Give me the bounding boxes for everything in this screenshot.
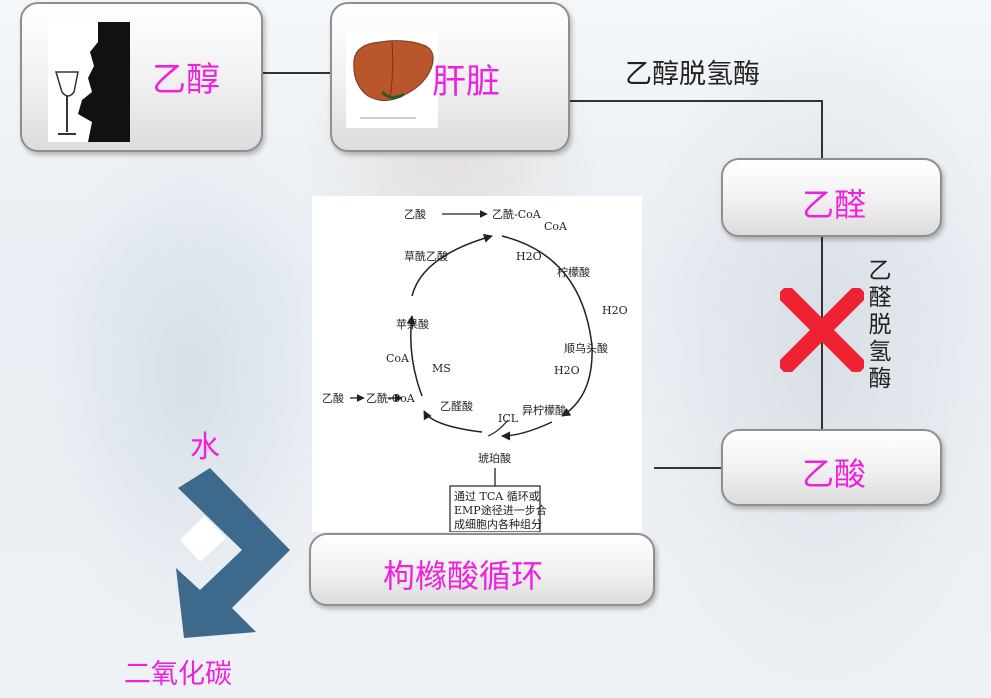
acetaldehyde-label: 乙醛 — [802, 186, 867, 224]
ethanol-box: 乙醇 — [20, 2, 263, 152]
co2-label: 二氧化碳 — [124, 659, 232, 690]
tca-isocitrate: 异柠檬酸 — [522, 403, 566, 417]
liver-box: 肝脏 — [330, 2, 570, 152]
tca-note-line2: EMP途径进一步合 — [454, 503, 547, 517]
water-label: 水 — [190, 430, 220, 465]
tca-glyoxylate: 乙醛酸 — [440, 399, 473, 413]
tca-h2o-2: H2O — [602, 304, 628, 317]
tca-icl: ICL — [498, 412, 519, 425]
tca-citrate: 柠檬酸 — [557, 265, 590, 279]
blocked-cross-icon — [780, 288, 864, 372]
tca-coa-2: CoA — [386, 352, 410, 365]
tca-cis-aconitate: 顺乌头酸 — [564, 341, 608, 355]
tca-coa-1: CoA — [544, 220, 568, 233]
tca-side-acetate: 乙酸 — [322, 391, 344, 405]
tca-cycle-label: 枸橼酸循环 — [383, 557, 544, 595]
ethanol-label: 乙醇 — [152, 60, 220, 100]
acetic-acid-label: 乙酸 — [802, 455, 867, 493]
tca-acetate-top: 乙酸 — [404, 207, 426, 221]
acetic-acid-box: 乙酸 — [721, 429, 942, 506]
alcohol-dehydrogenase-label: 乙醇脱氢酶 — [625, 59, 760, 90]
tca-acetyl-coa-top: 乙酰-CoA — [492, 207, 542, 221]
liver-icon — [346, 32, 438, 128]
tca-note-line1: 通过 TCA 循环或 — [454, 490, 540, 503]
tca-cycle-diagram: 乙酸 乙酰-CoA CoA H2O 柠檬酸 H2O 顺乌头酸 H2O 异柠檬酸 … — [312, 196, 642, 532]
tca-malate: 苹果酸 — [396, 317, 429, 331]
tca-succinate: 琥珀酸 — [478, 451, 511, 465]
liver-label: 肝脏 — [432, 62, 500, 102]
connector-liver-enzyme-h — [570, 100, 822, 102]
tca-h2o-1: H2O — [516, 250, 542, 263]
tca-oxaloacetate: 草酰乙酸 — [404, 249, 448, 263]
tca-note-line3: 成细胞内各种组分 — [454, 517, 542, 531]
acetaldehyde-dehydrogenase-label: 乙醛脱氢酶 — [868, 258, 892, 392]
tca-cycle-box: 枸橼酸循环 — [309, 533, 655, 606]
bent-arrow-icon — [176, 468, 290, 638]
tca-h2o-3: H2O — [554, 364, 580, 377]
drinking-person-icon — [48, 22, 130, 142]
connector-ethanol-liver — [262, 72, 330, 74]
connector-acetate-tca — [654, 467, 722, 469]
tca-side-acetyl-coa: 乙酰-CoA — [366, 391, 416, 405]
tca-ms: MS — [432, 362, 451, 375]
connector-liver-enzyme-v — [821, 100, 823, 158]
acetaldehyde-box: 乙醛 — [721, 158, 942, 237]
